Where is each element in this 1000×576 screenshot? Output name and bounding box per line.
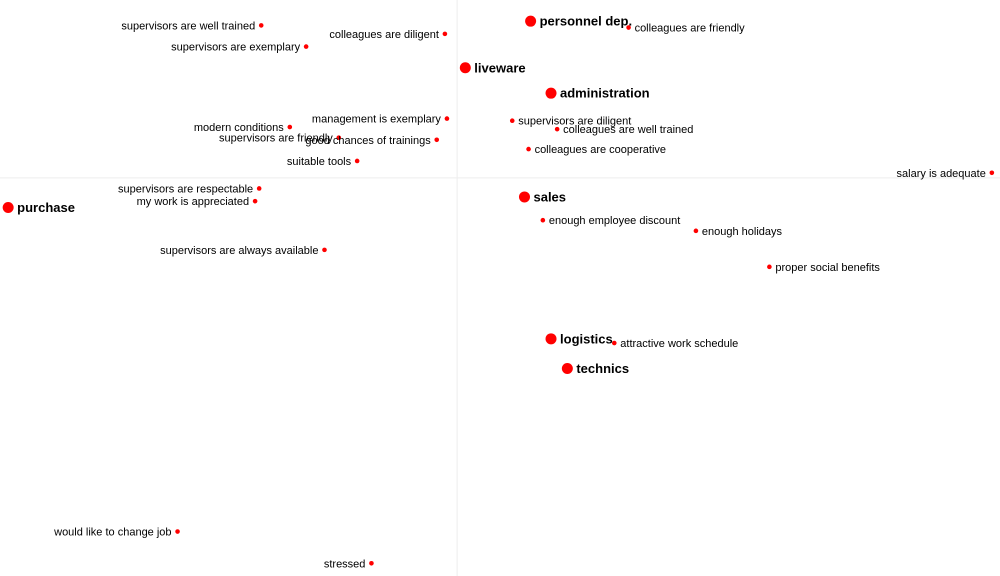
attribute-label: supervisors are friendly: [219, 133, 333, 145]
attribute-point[interactable]: [287, 124, 293, 130]
attribute-point[interactable]: [989, 170, 995, 176]
attribute-point[interactable]: [509, 118, 515, 124]
attribute-label: colleagues are well trained: [563, 124, 693, 136]
attribute-label: would like to change job: [53, 527, 171, 539]
attribute-label: proper social benefits: [775, 262, 880, 274]
attribute-point[interactable]: [444, 116, 450, 121]
attribute-label: supervisors are diligent: [518, 116, 631, 128]
attribute-label: colleagues are cooperative: [535, 144, 666, 156]
department-label: technics: [576, 361, 629, 376]
attribute-label: enough holidays: [702, 226, 783, 238]
attribute-point[interactable]: [322, 247, 327, 253]
department-label: personnel dep.: [540, 14, 632, 29]
attribute-point[interactable]: [554, 126, 560, 132]
attribute-label: modern conditions: [194, 122, 284, 134]
department-label: sales: [533, 189, 566, 204]
attribute-label: good chances of trainings: [305, 135, 431, 147]
department-label: purchase: [17, 200, 75, 215]
attribute-point[interactable]: [540, 217, 546, 223]
attribute-label: colleagues are friendly: [635, 23, 746, 35]
department-point[interactable]: [518, 191, 530, 203]
department-point[interactable]: [525, 15, 537, 27]
attribute-label: supervisors are well trained: [121, 20, 255, 32]
department-series: personnel dep. liveware administration purc…: [2, 14, 650, 376]
attribute-point[interactable]: [434, 137, 440, 143]
department-point[interactable]: [561, 362, 573, 374]
attribute-point[interactable]: [303, 44, 309, 49]
attribute-label: supervisors are always available: [160, 245, 318, 257]
attribute-point[interactable]: [369, 560, 374, 566]
attribute-series: supervisors are well trained colleagues a…: [53, 20, 995, 570]
department-label: logistics: [560, 331, 613, 346]
attribute-label: enough employee discount: [549, 215, 680, 227]
attribute-point[interactable]: [256, 186, 262, 191]
attribute-label: attractive work schedule: [620, 338, 738, 350]
department-label: administration: [560, 86, 650, 101]
attribute-label: salary is adequate: [897, 168, 986, 180]
attribute-label: stressed: [324, 558, 366, 570]
attribute-label: management is exemplary: [312, 114, 442, 126]
attribute-point[interactable]: [693, 228, 699, 234]
attribute-label: supervisors are respectable: [118, 183, 253, 195]
attribute-point[interactable]: [175, 529, 180, 534]
attribute-point[interactable]: [336, 135, 342, 140]
attribute-point[interactable]: [258, 23, 264, 28]
attribute-point[interactable]: [252, 198, 258, 204]
attribute-label: suitable tools: [287, 156, 352, 168]
department-point[interactable]: [545, 333, 557, 345]
department-point[interactable]: [545, 87, 557, 99]
attribute-label: supervisors are exemplary: [171, 42, 300, 54]
attribute-point[interactable]: [526, 146, 531, 152]
attribute-point[interactable]: [354, 158, 360, 164]
attribute-point[interactable]: [626, 25, 631, 30]
attribute-point[interactable]: [442, 31, 448, 37]
department-point[interactable]: [459, 62, 471, 74]
attribute-label: colleagues are diligent: [329, 29, 438, 41]
attribute-label: my work is appreciated: [137, 196, 250, 208]
points-group: personnel dep. liveware administration purc…: [2, 14, 995, 570]
department-label: liveware: [474, 60, 525, 75]
attribute-point[interactable]: [767, 264, 772, 270]
department-point[interactable]: [2, 202, 14, 214]
attribute-point[interactable]: [611, 340, 617, 346]
